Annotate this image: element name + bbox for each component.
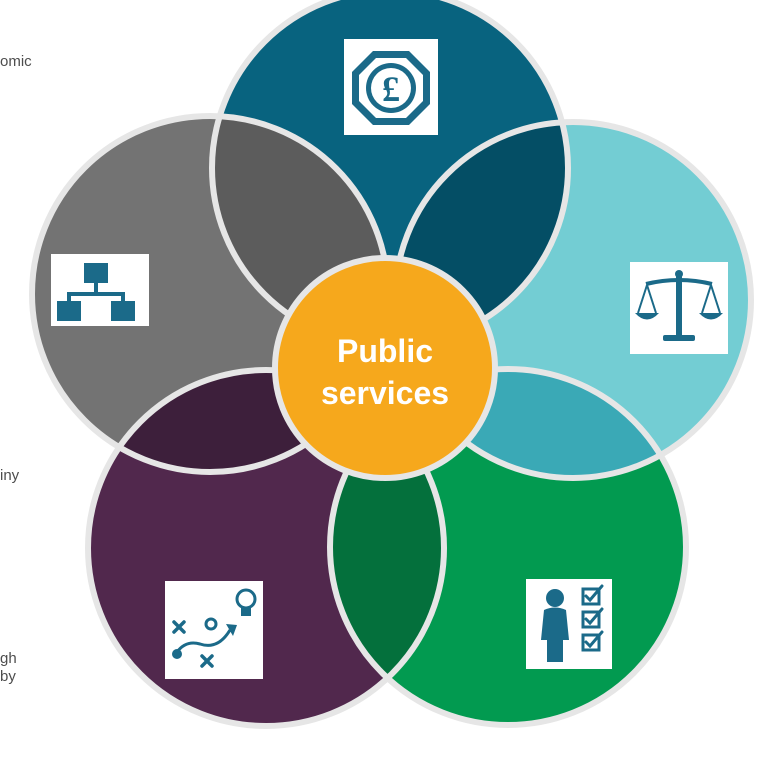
edge-text-bottom-left-2: by <box>0 668 16 685</box>
overlap-finance-governance <box>212 116 388 346</box>
edge-text-bottom-left-1: gh <box>0 650 17 667</box>
center-circle <box>272 255 498 481</box>
person-checklist-icon <box>526 579 612 669</box>
overlap-finance-justice <box>395 122 568 346</box>
edge-text-top-left: omic <box>0 53 32 70</box>
strategy-lightbulb-icon <box>165 581 263 679</box>
scales-icon <box>630 262 728 354</box>
center-label-line1: Public <box>337 333 433 369</box>
svg-text:£: £ <box>382 69 400 109</box>
center-label-line2: services <box>321 375 449 411</box>
pound-coin-icon: £ <box>344 39 438 135</box>
edge-text-mid-left: iny <box>0 467 20 484</box>
org-chart-icon <box>51 254 149 326</box>
